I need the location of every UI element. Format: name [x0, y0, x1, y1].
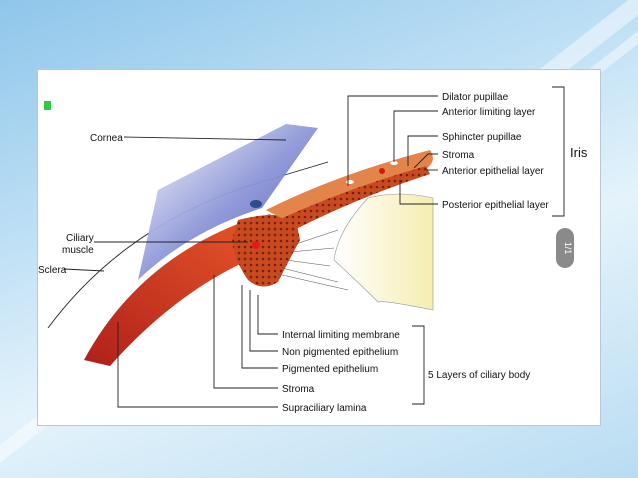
canal-of-schlemm: [250, 200, 262, 208]
label-ciliary-muscle-1: Ciliary: [66, 233, 94, 244]
label-cornea: Cornea: [90, 133, 123, 144]
label-dilator-pupillae: Dilator pupillae: [442, 92, 509, 103]
label-stroma-ciliary: Stroma: [282, 384, 315, 395]
iris-spot-1: [346, 180, 354, 184]
iris-pigment-layer: [278, 166, 430, 232]
label-five-layers-ciliary-body: 5 Layers of ciliary body: [428, 370, 530, 381]
iris-bracket: [552, 86, 565, 217]
label-non-pigmented-epithelium: Non pigmented epithelium: [282, 347, 398, 358]
label-anterior-limiting-layer: Anterior limiting layer: [442, 107, 536, 118]
label-anterior-epithelial-layer: Anterior epithelial layer: [442, 166, 544, 177]
label-ciliary-muscle-2: muscle: [62, 245, 94, 256]
eye-anatomy-diagram: 1/1 Dilator pupillae Anterior limiting l…: [38, 86, 588, 414]
green-marker: [44, 101, 51, 110]
iris-red-dot: [379, 168, 385, 174]
diagram-slide: 1/1 Dilator pupillae Anterior limiting l…: [38, 70, 600, 425]
page-tab-label: 1/1: [563, 242, 573, 255]
cornea-shape: [138, 124, 318, 280]
label-iris: Iris: [570, 145, 588, 160]
zonule-fibers: [277, 229, 349, 291]
lens-shape: [333, 193, 434, 311]
iris-spot-2: [390, 161, 398, 165]
ciliary-bracket: [412, 325, 425, 405]
label-posterior-epithelial-layer: Posterior epithelial layer: [442, 200, 549, 211]
leader-lines: [63, 95, 438, 408]
page-tab: [556, 228, 574, 268]
label-sclera: Sclera: [38, 265, 67, 276]
label-stroma-iris: Stroma: [442, 150, 475, 161]
label-internal-limiting-membrane: Internal limiting membrane: [282, 330, 400, 341]
label-supraciliary-lamina: Supraciliary lamina: [282, 403, 367, 414]
ciliary-body-shape: [232, 215, 300, 287]
label-pigmented-epithelium: Pigmented epithelium: [282, 364, 378, 375]
label-sphincter-pupillae: Sphincter pupillae: [442, 132, 522, 143]
sclera-shape: [84, 214, 284, 366]
ciliary-center-dot: [252, 241, 260, 249]
iris-shape: [266, 150, 433, 226]
